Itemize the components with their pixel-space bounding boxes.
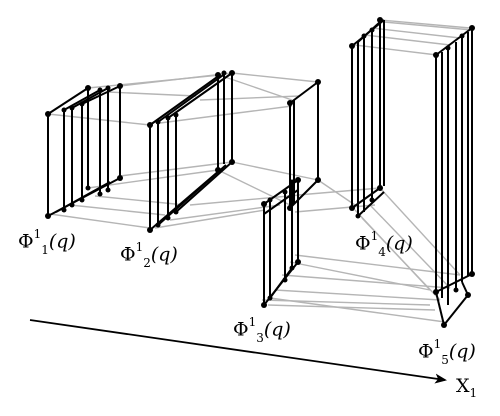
box-group-5 [435,27,473,326]
x1-axis-label: X1 [456,375,478,400]
box-group-4 [351,19,385,217]
box-group-2 [149,72,233,231]
box-group-1 [47,85,121,217]
phi-4-label: Φ14(q) [355,229,413,260]
phi-5-label: Φ15(q) [418,337,476,368]
phi-3-label: Φ13(q) [233,315,291,346]
box-group-5-vertices [433,25,475,328]
phi-2-label: Φ12(q) [120,240,178,271]
box-group-1-vertices [45,83,123,219]
connector-lines [47,19,473,323]
box-group-2-vertices [147,70,235,233]
box-group-4-vertices [349,17,383,219]
phi-1-label: Φ11(q) [18,227,76,258]
x1-axis-arrow [29,319,447,384]
box-group-3-vertices [261,79,321,308]
